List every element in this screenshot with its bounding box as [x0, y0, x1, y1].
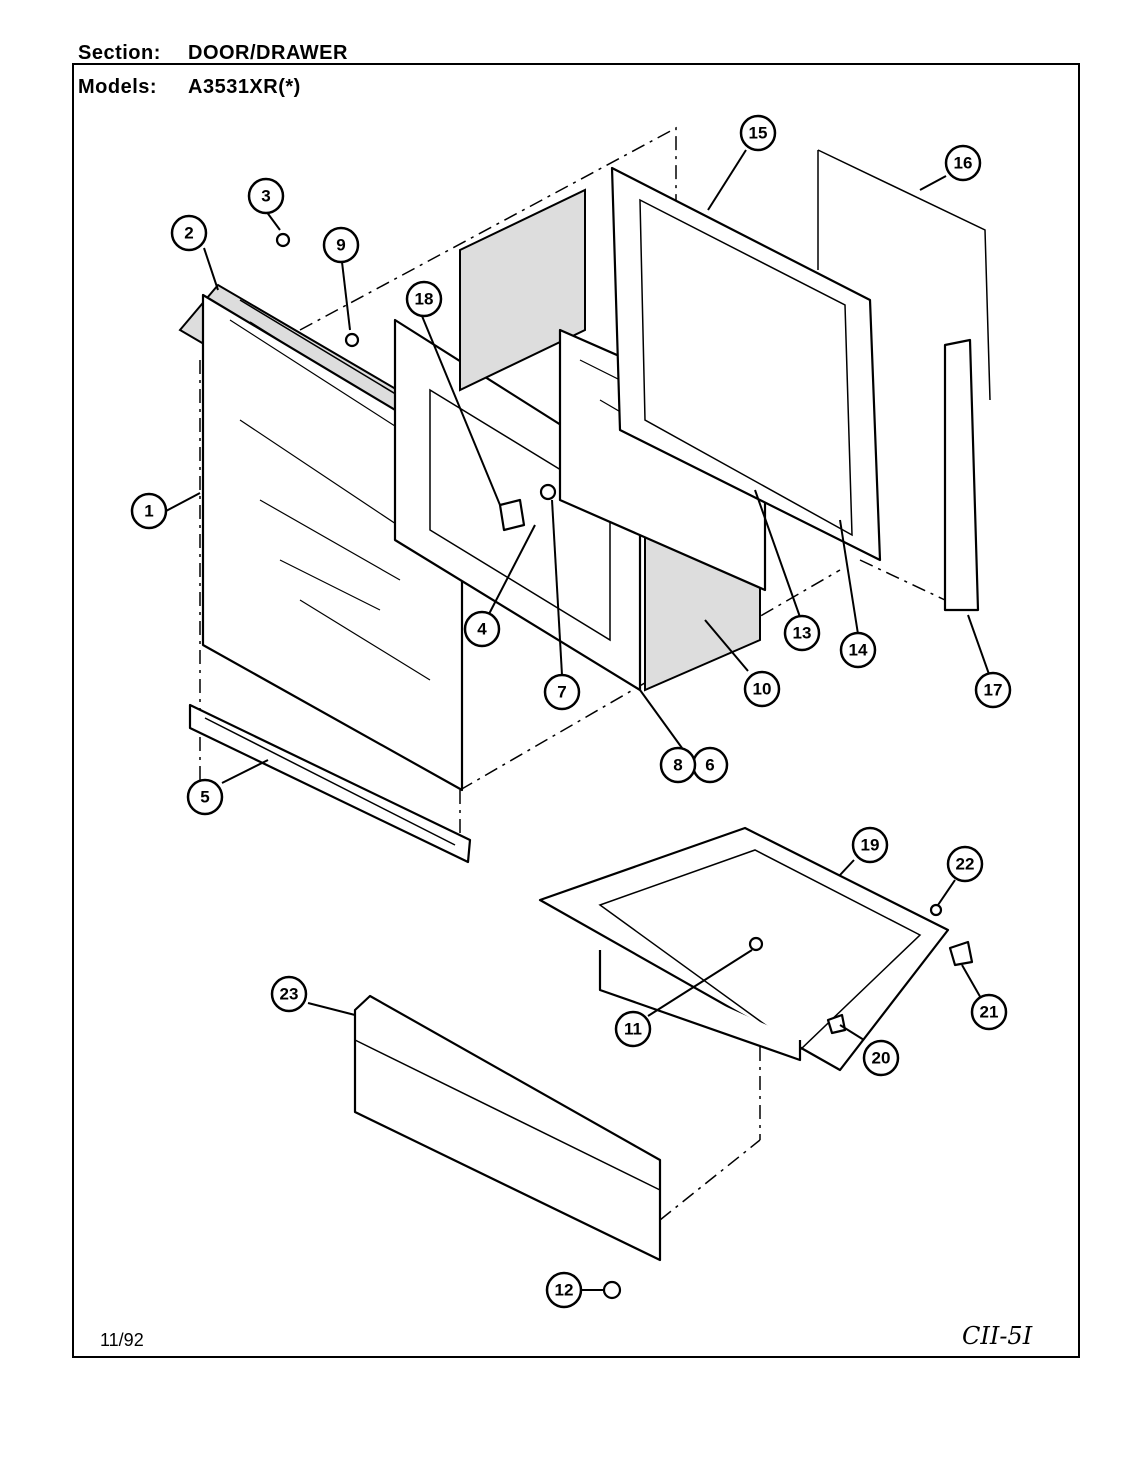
callout-23: 23: [270, 975, 308, 1013]
door-gasket: [817, 149, 991, 401]
svg-text:2: 2: [184, 224, 193, 243]
callout-9: 9: [322, 226, 360, 264]
drawer-front-panel: [353, 994, 662, 1262]
svg-text:3: 3: [261, 187, 270, 206]
svg-text:8: 8: [673, 756, 682, 775]
screw-icon: [929, 903, 943, 917]
callout-3: 3: [247, 177, 285, 215]
svg-text:16: 16: [954, 154, 973, 173]
svg-text:15: 15: [749, 124, 768, 143]
callout-11: 11: [614, 1010, 652, 1048]
hardware-parts: [275, 232, 974, 1300]
models-key: Models:: [78, 76, 158, 98]
callout-12: 12: [545, 1271, 583, 1309]
svg-text:4: 4: [477, 620, 487, 639]
svg-text:6: 6: [705, 756, 714, 775]
screw-icon: [275, 232, 291, 248]
section-value: DOOR/DRAWER: [188, 42, 348, 64]
callout-5: 5: [186, 778, 224, 816]
callout-10: 10: [743, 670, 781, 708]
bushing-icon: [539, 483, 557, 501]
callout-4: 4: [463, 610, 501, 648]
callout-17: 17: [974, 671, 1012, 709]
callout-1: 1: [130, 492, 168, 530]
callout-19: 19: [851, 826, 889, 864]
revision-date: 11/92: [100, 1330, 144, 1350]
clip-icon: [948, 940, 974, 967]
callout-15: 15: [739, 114, 777, 152]
door-frame: [610, 166, 882, 562]
callout-16: 16: [944, 144, 982, 182]
page-code: CII-5I: [962, 1322, 1033, 1350]
screw-icon: [344, 332, 360, 348]
callout-6: 6: [691, 746, 729, 784]
svg-text:5: 5: [200, 788, 209, 807]
models-heading: Models: A3531XR(*): [78, 76, 301, 99]
models-value: A3531XR(*): [188, 76, 301, 98]
callouts: 1 2 3 4 5 6 7 8 9 10 11 12 13 14 15 16 1…: [130, 114, 1012, 1309]
section-key: Section:: [78, 42, 161, 64]
svg-text:11: 11: [624, 1020, 642, 1039]
drawer-pan: [538, 826, 950, 1072]
svg-text:12: 12: [555, 1281, 574, 1300]
svg-text:7: 7: [557, 683, 566, 702]
svg-text:22: 22: [956, 855, 975, 874]
svg-text:14: 14: [849, 641, 868, 660]
callout-22: 22: [946, 845, 984, 883]
svg-text:19: 19: [861, 836, 880, 855]
screw-icon: [748, 936, 764, 952]
hinge-block-icon: [498, 498, 526, 532]
slide-icon: [826, 1013, 847, 1035]
foot-icon: [602, 1280, 622, 1300]
door-side-strip: [943, 338, 980, 612]
callout-2: 2: [170, 214, 208, 252]
callout-18: 18: [405, 280, 443, 318]
callout-21: 21: [970, 993, 1008, 1031]
svg-text:10: 10: [753, 680, 772, 699]
svg-text:18: 18: [415, 290, 434, 309]
svg-text:23: 23: [280, 985, 299, 1004]
leader-lines: [165, 149, 991, 1291]
svg-text:21: 21: [980, 1003, 999, 1022]
svg-text:20: 20: [872, 1049, 891, 1068]
callout-7: 7: [543, 673, 581, 711]
diagram-frame: [72, 63, 1080, 1358]
door-bottom-trim: [188, 703, 472, 864]
svg-text:9: 9: [336, 236, 345, 255]
callout-13: 13: [783, 614, 821, 652]
callout-8: 8: [659, 746, 697, 784]
svg-text:1: 1: [144, 502, 153, 521]
callout-14: 14: [839, 631, 877, 669]
section-heading: Section: DOOR/DRAWER: [78, 42, 348, 65]
svg-text:13: 13: [793, 624, 812, 643]
callout-20: 20: [862, 1039, 900, 1077]
svg-text:17: 17: [984, 681, 1003, 700]
